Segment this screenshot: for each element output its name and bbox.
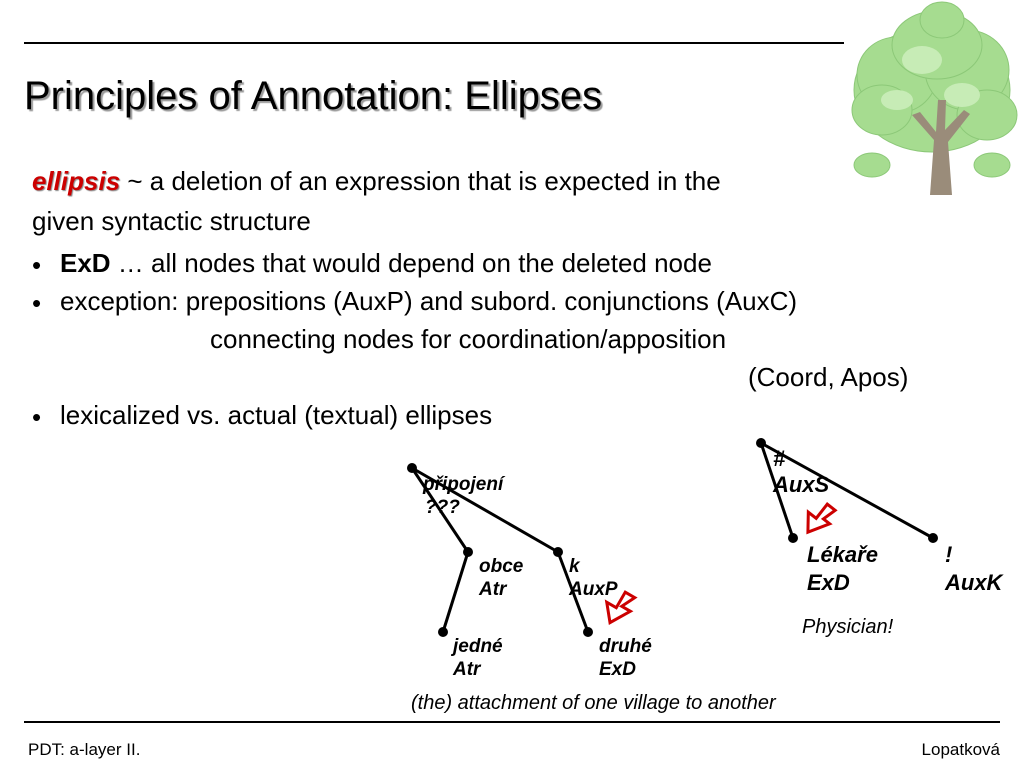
exception-continuation-2: (Coord, Apos) [748, 362, 909, 392]
tree1-node [463, 547, 473, 557]
exception-continuation-1: connecting nodes for coordination/apposi… [210, 324, 727, 354]
tree-logo-icon [851, 1, 1018, 195]
dependency-tree-2: # AuxS Lékaře ExD ! AuxK [756, 438, 1005, 595]
bullet-exception: exception: prepositions (AuxP) and subor… [60, 286, 798, 316]
tree1-node-func: Atr [452, 659, 482, 680]
footer-right: Lopatková [921, 740, 1000, 759]
tree2-caption: Physician! [802, 616, 894, 638]
tree2-node-word: # [773, 446, 786, 471]
tree1-node-word: k [569, 556, 581, 577]
tree2-node-word: ! [945, 542, 952, 567]
definition-line-2: given syntactic structure [32, 206, 311, 236]
bullet-lexicalized: lexicalized vs. actual (textual) ellipse… [60, 400, 493, 430]
tree1-node [553, 547, 563, 557]
tree2-node [756, 438, 766, 448]
tree1-node [438, 627, 448, 637]
tree2-node-word: Lékaře [807, 542, 878, 567]
tree1-node [407, 463, 417, 473]
definition-text: ~ a deletion of an expression that is ex… [120, 166, 721, 196]
tree2-node-func: AuxS [772, 472, 830, 497]
page-title: Principles of Annotation: Ellipses [24, 74, 603, 118]
bullet-exd: ExD … all nodes that would depend on the… [60, 248, 712, 279]
tree2-edge [759, 442, 795, 539]
tree2-node [788, 533, 798, 543]
tree1-node-func: AuxP [568, 579, 618, 600]
top-rule [24, 42, 844, 44]
bullet-exd-term: ExD [60, 248, 111, 278]
definition-line-1: ellipsis ~ a deletion of an expression t… [32, 166, 721, 197]
tree1-caption: (the) attachment of one village to anoth… [411, 692, 776, 714]
tree1-node-word: obce [479, 556, 524, 577]
bullet-marker: • [32, 288, 42, 318]
tree1-node-word: připojení [422, 474, 506, 495]
bullet-exd-text: … all nodes that would depend on the del… [110, 248, 712, 278]
dependency-tree-1: připojení ??? obce Atr k AuxP jedné Atr … [407, 463, 652, 680]
ellipsis-arrow-icon [806, 502, 838, 535]
footer-left: PDT: a-layer II. [28, 740, 141, 759]
tree2-edge [760, 441, 934, 540]
ellipsis-arrow-icon [604, 590, 638, 625]
tree1-edge [411, 466, 559, 554]
tree1-edge [441, 551, 470, 633]
bullet-marker: • [32, 402, 42, 432]
tree1-node [583, 627, 593, 637]
definition-term: ellipsis [32, 166, 121, 196]
tree2-node [928, 533, 938, 543]
bottom-rule [24, 721, 1000, 723]
tree1-edge [556, 551, 590, 633]
tree1-edge [410, 467, 470, 553]
bullet-marker: • [32, 250, 42, 280]
tree1-node-word: druhé [599, 636, 652, 657]
tree1-node-func: Atr [478, 579, 508, 600]
tree2-node-func: AuxK [944, 570, 1005, 595]
tree1-node-func: ??? [425, 497, 460, 518]
tree2-node-func: ExD [807, 570, 850, 595]
tree1-node-word: jedné [450, 636, 503, 657]
tree1-node-func: ExD [599, 659, 636, 680]
